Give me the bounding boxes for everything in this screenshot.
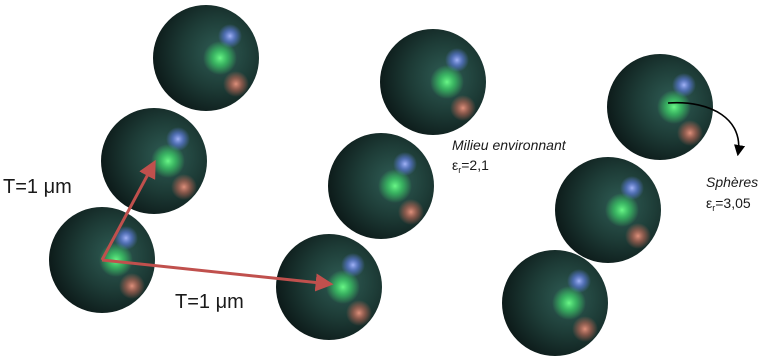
spheres-permittivity: εr=3,05 bbox=[706, 195, 751, 213]
medium-label: Milieu environnant bbox=[452, 137, 566, 153]
lattice-vector-horizontal-arrow bbox=[101, 258, 334, 292]
medium-permittivity: εr=2,1 bbox=[452, 157, 489, 175]
period-label-horizontal: T=1 μm bbox=[175, 291, 244, 313]
sphere bbox=[101, 108, 207, 214]
sphere bbox=[328, 133, 434, 239]
sphere bbox=[276, 234, 382, 340]
sphere bbox=[555, 157, 661, 263]
lattice-vector-vertical-arrow bbox=[100, 159, 156, 261]
medium-eps-value: =2,1 bbox=[461, 157, 489, 173]
spheres-label: Sphères bbox=[706, 174, 759, 190]
spheres-eps-symbol: ε bbox=[706, 195, 713, 211]
medium-eps-subscript: r bbox=[458, 165, 462, 175]
period-label-vertical: T=1 μm bbox=[3, 176, 72, 198]
spheres-eps-value: =3,05 bbox=[715, 195, 751, 211]
sphere bbox=[502, 250, 608, 356]
medium-eps-symbol: ε bbox=[452, 157, 459, 173]
spheres-eps-subscript: r bbox=[712, 203, 716, 213]
sphere bbox=[153, 5, 259, 111]
sphere bbox=[380, 29, 486, 135]
sphere-callout-arrow bbox=[667, 101, 746, 157]
sphere bbox=[607, 54, 713, 160]
spheres-layer bbox=[49, 5, 713, 356]
